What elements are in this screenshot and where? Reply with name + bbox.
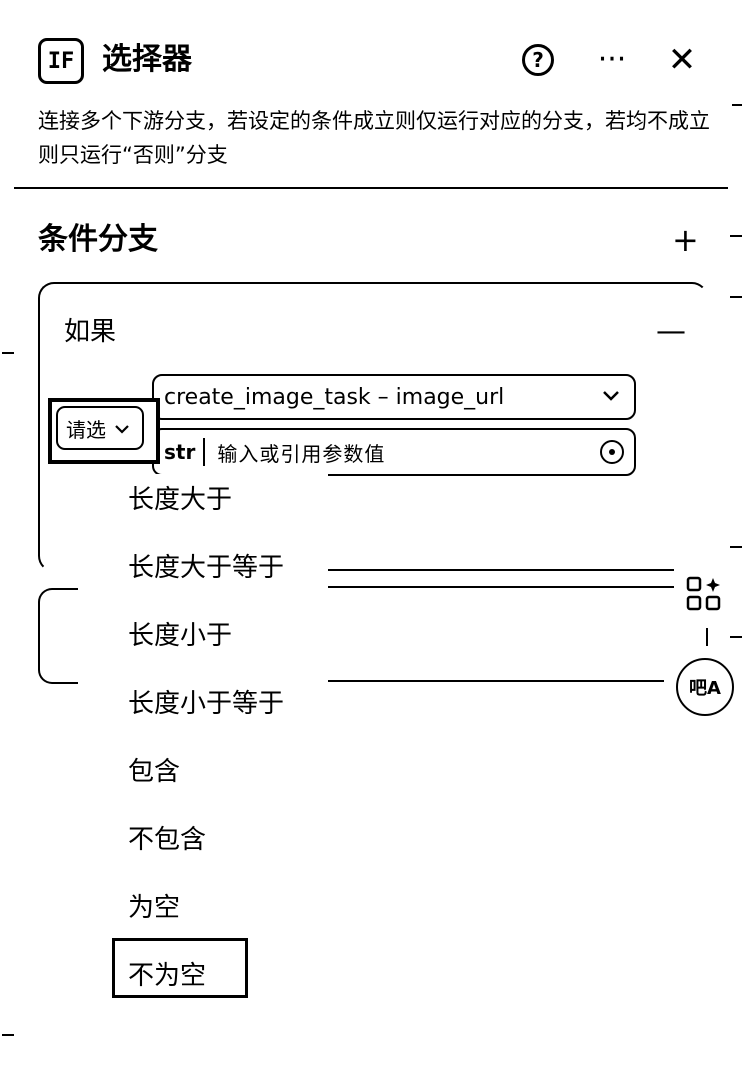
operator-option[interactable]: 长度大于	[128, 485, 233, 515]
logo-text: IF	[47, 48, 75, 74]
header-divider	[14, 187, 728, 189]
chevron-down-icon	[602, 386, 620, 407]
operator-dropdown: 长度大于 长度大于等于 长度小于 长度小于等于 包含 不包含 为空 不为空	[108, 474, 328, 1014]
selected-option-highlight	[112, 938, 248, 998]
variable-select[interactable]: create_image_task – image_url	[152, 374, 636, 420]
chevron-down-icon	[114, 419, 130, 438]
canvas-edge	[324, 586, 674, 588]
operator-option[interactable]: 为空	[128, 893, 181, 923]
operator-select[interactable]: 请选	[56, 406, 144, 450]
canvas-edge	[730, 546, 742, 548]
avatar[interactable]: 吧A	[676, 658, 734, 716]
operator-option[interactable]: 包含	[128, 757, 181, 787]
selector-node-logo: IF	[38, 38, 84, 84]
node-title: 选择器	[102, 42, 192, 77]
value-input-placeholder: 输入或引用参数值	[217, 441, 386, 466]
more-icon[interactable]: ···	[597, 42, 627, 77]
collapse-condition-button[interactable]: —	[656, 314, 686, 349]
canvas-edge	[730, 296, 742, 298]
section-title: 条件分支	[38, 222, 158, 257]
value-input[interactable]: str 输入或引用参数值	[152, 428, 636, 476]
variable-select-value: create_image_task – image_url	[164, 384, 505, 410]
add-branch-button[interactable]: +	[672, 221, 699, 259]
canvas-edge	[730, 235, 742, 237]
operator-option[interactable]: 长度小于等于	[128, 689, 285, 719]
help-icon[interactable]: ?	[522, 44, 554, 76]
operator-option[interactable]: 长度小于	[128, 621, 233, 651]
canvas-edge	[2, 352, 14, 354]
canvas-edge	[2, 1034, 14, 1036]
reference-variable-icon[interactable]	[600, 440, 624, 464]
canvas-edge	[324, 569, 674, 571]
condition-if-label: 如果	[64, 317, 117, 347]
apps-sparkle-icon[interactable]	[686, 576, 722, 612]
condition-card	[38, 282, 708, 572]
canvas-edge	[730, 636, 742, 638]
operator-select-value: 请选	[66, 417, 106, 442]
node-description: 连接多个下游分支，若设定的条件成立则仅运行对应的分支，若均不成立则只运行“否则”…	[38, 109, 710, 167]
value-type-label: str	[154, 438, 206, 466]
canvas-edge	[732, 104, 742, 106]
operator-option[interactable]: 长度大于等于	[128, 553, 285, 583]
canvas-edge	[706, 628, 708, 646]
close-icon[interactable]: ✕	[667, 40, 697, 80]
else-card	[38, 588, 78, 684]
operator-option-selected[interactable]: 不为空	[128, 961, 207, 991]
canvas-edge	[324, 680, 664, 682]
operator-option[interactable]: 不包含	[128, 825, 207, 855]
